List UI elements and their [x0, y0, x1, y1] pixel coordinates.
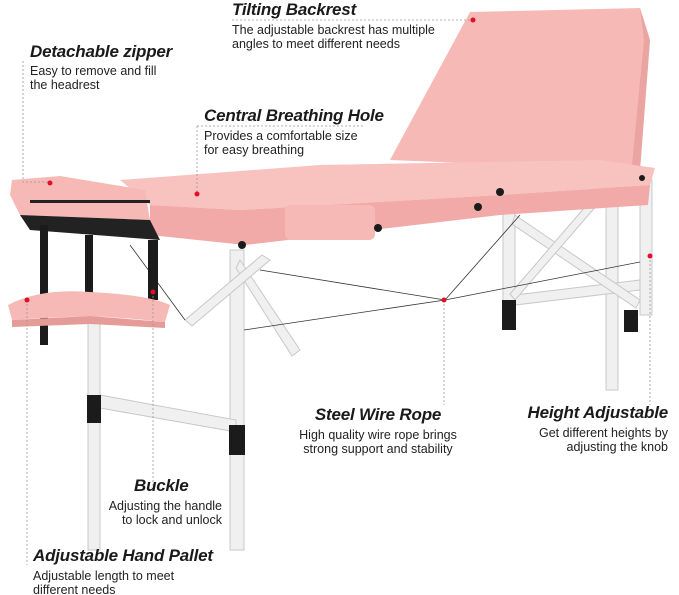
callout-detachable-zipper: Detachable zipper Easy to remove and fil…	[30, 42, 172, 92]
leader-lines	[22, 19, 651, 565]
callout-central-breathing-hole: Central Breathing Hole Provides a comfor…	[204, 106, 384, 157]
headrest-cushion	[10, 176, 150, 220]
callout-desc: adjusting the knob	[566, 440, 668, 454]
callout-desc: Get different heights by	[538, 426, 668, 440]
hand-pallet	[8, 291, 170, 322]
steel-wire-rope	[129, 214, 641, 331]
callout-title: Tilting Backrest	[232, 0, 357, 19]
callout-desc: strong support and stability	[303, 442, 453, 456]
callout-title: Buckle	[134, 476, 189, 495]
callout-desc: High quality wire rope brings	[299, 428, 457, 442]
callout-desc: the headrest	[30, 78, 100, 92]
callout-steel-wire-rope: Steel Wire Rope High quality wire rope b…	[292, 405, 464, 456]
callout-tilting-backrest: Tilting Backrest The adjustable backrest…	[232, 0, 435, 51]
callout-hand-pallet: Adjustable Hand Pallet Adjustable length…	[33, 546, 213, 595]
headrest-frame	[20, 215, 160, 240]
backrest-cushion	[390, 8, 650, 170]
callout-buckle: Buckle Adjusting the handle to lock and …	[92, 476, 222, 527]
callout-title: Height Adjustable	[527, 403, 669, 422]
armrest-cushion	[285, 205, 375, 240]
callout-desc: Adjusting the handle	[108, 499, 222, 513]
table-cushion-side	[150, 185, 650, 245]
callout-desc: different needs	[33, 583, 116, 595]
callout-title: Steel Wire Rope	[314, 405, 442, 424]
callout-height-adjustable: Height Adjustable Get different heights …	[512, 403, 669, 454]
table-cushion-top	[120, 160, 655, 210]
leg-knobs	[87, 300, 638, 455]
callout-title: Central Breathing Hole	[204, 106, 384, 125]
callout-desc: Easy to remove and fill	[30, 64, 157, 78]
callout-desc: angles to meet different needs	[232, 37, 400, 51]
callout-title: Adjustable Hand Pallet	[33, 546, 213, 565]
callout-desc: Adjustable length to meet	[33, 569, 175, 583]
rivets	[238, 175, 645, 249]
annotation-dots	[24, 17, 653, 303]
callout-title: Detachable zipper	[30, 42, 173, 61]
callout-desc: for easy breathing	[204, 143, 305, 157]
straps	[40, 225, 158, 345]
callout-desc: to lock and unlock	[121, 513, 222, 527]
callout-desc: Provides a comfortable size	[204, 129, 358, 143]
aluminium-frame	[87, 179, 653, 551]
callout-desc: The adjustable backrest has multiple	[232, 23, 435, 37]
